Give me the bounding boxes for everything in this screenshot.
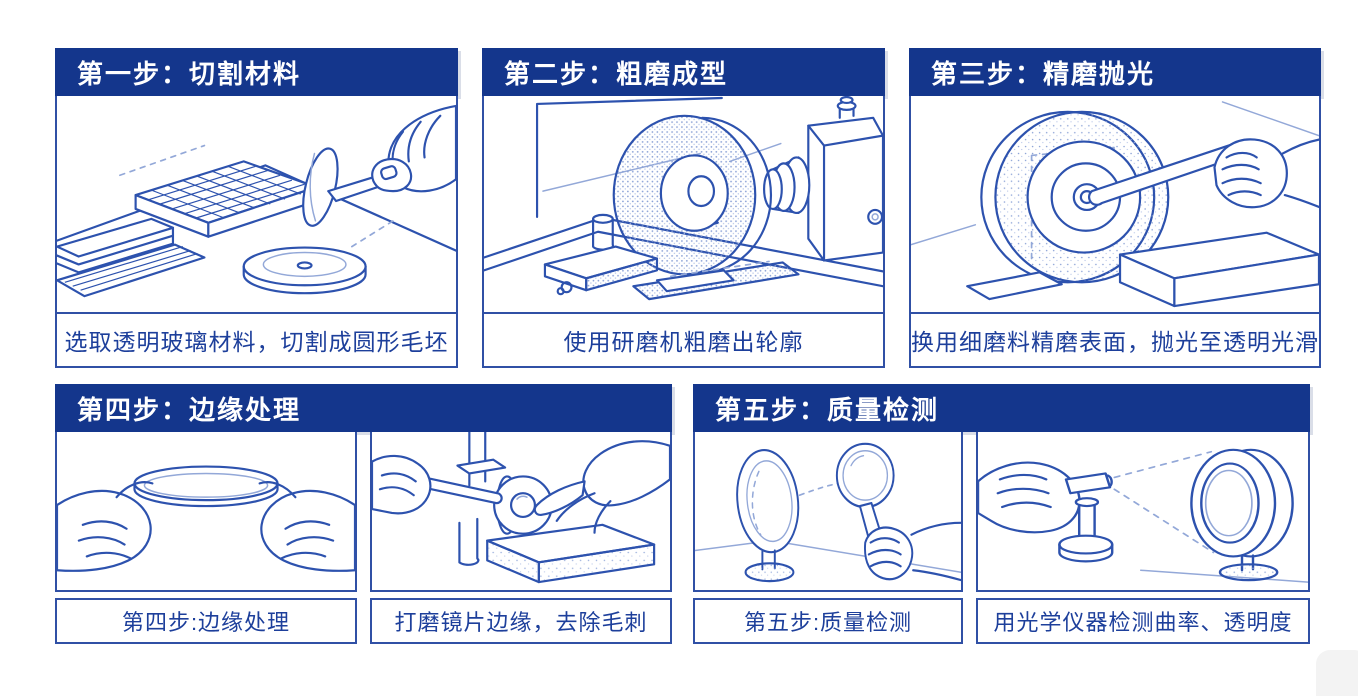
edge-deburring-illustration xyxy=(372,432,670,584)
step-3-title: 第三步：精磨抛光 xyxy=(931,58,1156,89)
right-hand xyxy=(533,440,670,534)
step-1-illustration-box xyxy=(55,96,458,314)
step-5-header: 第五步：质量检测 xyxy=(693,384,1310,432)
step-5-caption-2-text: 用光学仪器检测曲率、透明度 xyxy=(993,610,1293,635)
step-5-caption-1-text: 第五步:质量检测 xyxy=(743,610,913,635)
fine-polishing-illustration xyxy=(911,101,1319,308)
step-1-header: 第一步：切割材料 xyxy=(55,48,458,96)
tool-rest-pedestal xyxy=(543,213,659,296)
step-2-caption-text: 使用研磨机粗磨出轮廓 xyxy=(563,329,804,355)
cutting-material-illustration xyxy=(57,104,456,298)
step-4-illustration-2-box xyxy=(370,432,672,592)
step-2-header: 第二步：粗磨成型 xyxy=(482,48,885,96)
hand-with-optical-device xyxy=(978,461,1114,563)
step-5-illustration-1-box xyxy=(693,432,963,592)
step-4-caption-1: 第四步:边缘处理 xyxy=(55,598,357,644)
step-4-subpanel-2: 打磨镜片边缘，去除毛刺 xyxy=(370,432,672,644)
grinding-wheel xyxy=(612,114,773,276)
step-4-subpanels: 第四步:边缘处理 xyxy=(55,432,672,644)
lens-on-stand xyxy=(736,448,800,583)
hand-with-magnifier xyxy=(835,442,961,582)
step-4-caption-2-text: 打磨镜片边缘，去除毛刺 xyxy=(394,610,648,635)
step-4-title: 第四步：边缘处理 xyxy=(77,394,302,425)
step-3-caption: 换用细磨料精磨表面，抛光至透明光滑 xyxy=(909,314,1321,368)
step-3-caption-text: 换用细磨料精磨表面，抛光至透明光滑 xyxy=(911,329,1319,355)
magnifier-inspection-illustration xyxy=(695,442,961,583)
step-5-subpanel-1: 第五步:质量检测 xyxy=(693,432,963,644)
hand-with-circle-cutter xyxy=(302,104,456,227)
lens-disc xyxy=(133,465,279,508)
step-1-title: 第一步：切割材料 xyxy=(77,58,302,89)
optical-measurement-illustration xyxy=(978,448,1308,583)
lens-wheel xyxy=(493,475,553,535)
left-hand-with-tool xyxy=(372,454,503,515)
holding-lens-illustration xyxy=(57,465,355,572)
step-4-illustration-1-box xyxy=(55,432,357,592)
step-4-caption-2: 打磨镜片边缘，去除毛刺 xyxy=(370,598,672,644)
step-5-caption-2: 用光学仪器检测曲率、透明度 xyxy=(976,598,1310,644)
step-5-title: 第五步：质量检测 xyxy=(715,394,940,425)
step-3-illustration-box xyxy=(909,96,1321,314)
bottom-row: 第四步：边缘处理 xyxy=(55,384,1310,644)
step-1-caption-text: 选取透明玻璃材料，切割成圆形毛坯 xyxy=(64,329,449,355)
round-glass-blank xyxy=(242,246,367,295)
rough-grinding-illustration xyxy=(484,96,883,301)
step-4-caption-1-text: 第四步:边缘处理 xyxy=(121,610,291,635)
top-row: 第一步：切割材料 xyxy=(55,48,1321,368)
step-5-caption-1: 第五步:质量检测 xyxy=(693,598,963,644)
corner-artifact xyxy=(1316,650,1358,696)
step-5-subpanels: 第五步:质量检测 xyxy=(693,432,1310,644)
step-5-group: 第五步：质量检测 xyxy=(693,384,1310,644)
wheel-base-strip xyxy=(632,260,800,301)
left-hand xyxy=(57,481,154,572)
stacked-glass-sheets xyxy=(57,217,206,298)
step-2-panel: 第二步：粗磨成型 xyxy=(482,48,885,368)
spindle-collars xyxy=(763,156,811,215)
step-1-caption: 选取透明玻璃材料，切割成圆形毛坯 xyxy=(55,314,458,368)
step-2-title: 第二步：粗磨成型 xyxy=(504,58,729,89)
step-4-group: 第四步：边缘处理 xyxy=(55,384,672,644)
machine-housing xyxy=(807,96,883,262)
step-2-illustration-box xyxy=(482,96,885,314)
hand-with-polishing-stick xyxy=(1087,138,1319,209)
measurement-rays xyxy=(1113,450,1215,554)
workbench xyxy=(966,231,1319,308)
ring-lens-on-stand xyxy=(1190,448,1294,582)
step-3-panel: 第三步：精磨抛光 xyxy=(909,48,1321,368)
step-5-subpanel-2: 用光学仪器检测曲率、透明度 xyxy=(976,432,1310,644)
step-3-header: 第三步：精磨抛光 xyxy=(909,48,1321,96)
step-4-subpanel-1: 第四步:边缘处理 xyxy=(55,432,357,644)
step-4-header: 第四步：边缘处理 xyxy=(55,384,672,432)
abrasive-block xyxy=(486,523,656,584)
step-2-caption: 使用研磨机粗磨出轮廓 xyxy=(482,314,885,368)
step-1-panel: 第一步：切割材料 xyxy=(55,48,458,368)
step-5-illustration-2-box xyxy=(976,432,1310,592)
polishing-wheel xyxy=(980,110,1170,284)
